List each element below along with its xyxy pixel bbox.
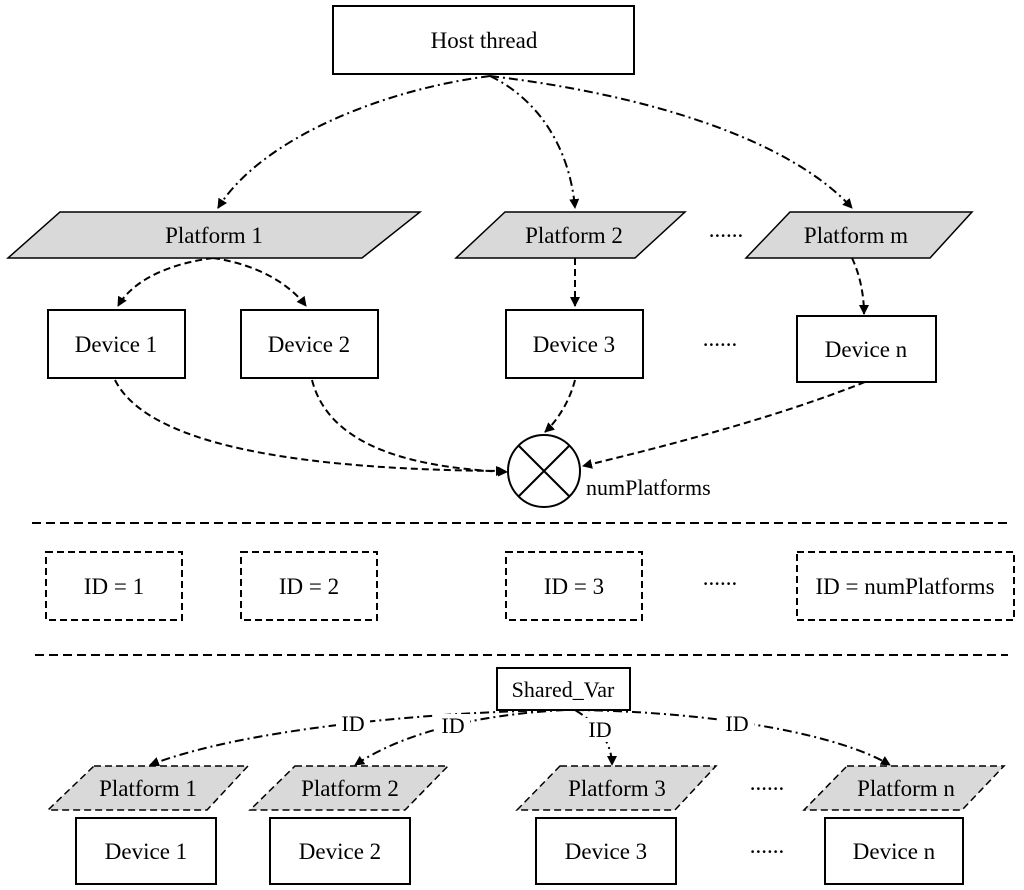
platform-bottom-2: Platform 2 xyxy=(248,765,450,811)
platform-top-m-label: Platform m xyxy=(804,223,908,248)
platform-top-2-label: Platform 2 xyxy=(525,223,623,248)
device-bottom-2: Device 2 xyxy=(269,817,411,885)
device-ellipsis-bottom: ...... xyxy=(750,833,785,858)
platform-ellipsis: ...... xyxy=(709,217,744,242)
id-box-3-label: ID = 3 xyxy=(544,574,604,599)
platform-bottom-3-label: Platform 3 xyxy=(568,776,666,801)
device-bottom-3: Device 3 xyxy=(535,817,677,885)
device-bottom-n: Device n xyxy=(824,817,964,885)
device-top-n-label: Device n xyxy=(825,337,908,362)
platform-top-1-label: Platform 1 xyxy=(165,223,263,248)
device-top-3: Device 3 xyxy=(505,309,644,379)
shared-var-connectors xyxy=(149,709,891,767)
device-top-1: Device 1 xyxy=(47,309,186,379)
platform-top-1: Platform 1 xyxy=(6,211,423,259)
id-box-1-label: ID = 1 xyxy=(84,574,144,599)
platform-bottom-2-label: Platform 2 xyxy=(301,776,399,801)
device-bottom-1: Device 1 xyxy=(75,817,217,885)
platform-bottom-n: Platform n xyxy=(802,765,1006,811)
id-box-1: ID = 1 xyxy=(45,551,183,621)
combiner-label: numPlatforms xyxy=(586,475,711,500)
combiner-node xyxy=(507,434,581,508)
device-bottom-1-label: Device 1 xyxy=(105,839,187,864)
device-top-2: Device 2 xyxy=(240,309,379,379)
device-top-n: Device n xyxy=(796,315,937,383)
host-thread-label: Host thread xyxy=(431,28,538,53)
host-thread-box: Host thread xyxy=(332,5,635,75)
platform-bottom-1-label: Platform 1 xyxy=(99,776,197,801)
device-combiner-connectors xyxy=(114,379,866,477)
platform-device-connectors xyxy=(117,257,869,315)
device-bottom-2-label: Device 2 xyxy=(299,839,381,864)
device-top-2-label: Device 2 xyxy=(268,332,350,357)
platform-top-2: Platform 2 xyxy=(454,211,687,259)
device-top-3-label: Device 3 xyxy=(533,332,615,357)
id-box-2: ID = 2 xyxy=(240,551,378,621)
edge-labels: ID ID ID ID xyxy=(336,711,754,742)
device-top-1-label: Device 1 xyxy=(75,332,157,357)
device-ellipsis-top: ...... xyxy=(703,326,738,351)
platform-ellipsis-bottom: ...... xyxy=(750,770,785,795)
device-bottom-n-label: Device n xyxy=(853,839,936,864)
device-bottom-3-label: Device 3 xyxy=(565,839,647,864)
platform-top-m: Platform m xyxy=(744,211,974,259)
platform-bottom-3: Platform 3 xyxy=(515,765,718,811)
id-box-n-label: ID = numPlatforms xyxy=(815,574,994,599)
id-ellipsis: ...... xyxy=(703,565,738,590)
edge-label-2: ID xyxy=(441,713,464,738)
host-connectors xyxy=(217,75,853,209)
edge-label-3: ID xyxy=(588,717,611,742)
id-box-2-label: ID = 2 xyxy=(279,574,339,599)
platform-bottom-1: Platform 1 xyxy=(46,765,250,811)
edge-label-4: ID xyxy=(725,711,748,736)
id-box-n: ID = numPlatforms xyxy=(796,551,1015,621)
platform-bottom-n-label: Platform n xyxy=(857,776,955,801)
shared-var-box: Shared_Var xyxy=(496,667,631,711)
id-box-3: ID = 3 xyxy=(505,551,643,621)
edge-label-1: ID xyxy=(341,711,364,736)
shared-var-label: Shared_Var xyxy=(512,677,615,702)
